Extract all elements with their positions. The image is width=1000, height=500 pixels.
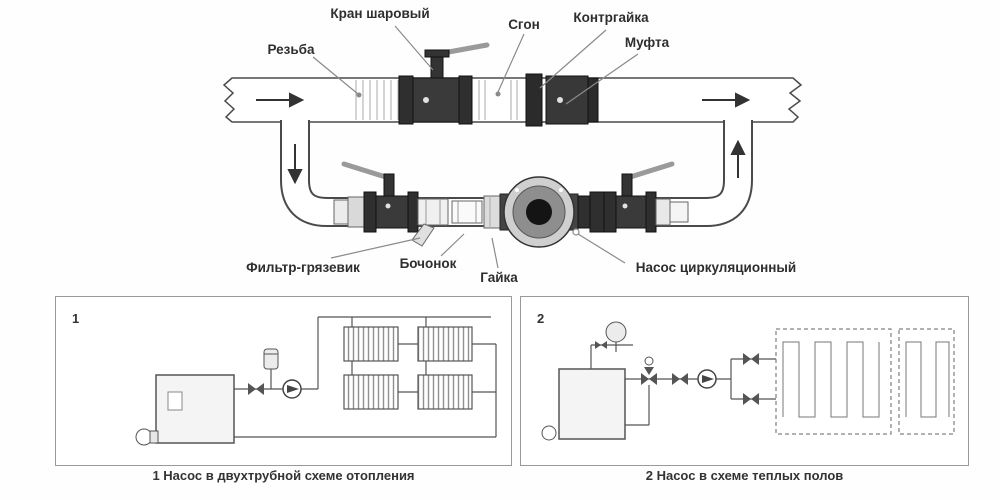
label-thread: Резьба [267, 42, 315, 57]
scheme-2-drawing: 2 [537, 311, 955, 441]
main-ball-valve [398, 42, 490, 125]
scheme-1-pump [282, 379, 302, 399]
scheme-1-radiators [343, 326, 473, 410]
scheme-box-two-pipe: 1 [55, 296, 512, 466]
scheme-2-floor-loops [775, 328, 955, 435]
scheme-2-expansion-tank [595, 321, 627, 349]
label-locknut: Контргайка [573, 10, 649, 25]
label-coupling: Муфта [625, 35, 670, 50]
scheme-1-drawing: 1 [72, 311, 497, 446]
label-ball-valve: Кран шаровый [330, 6, 429, 21]
scheme-2-boiler [541, 368, 626, 441]
scheme-1-boiler [135, 374, 235, 446]
filter-dirt-trap [411, 198, 449, 247]
pump-piping-diagram: Кран шаровый Сгон Контргайка Муфта Резьб… [222, 6, 803, 285]
label-pump: Насос циркуляционный [636, 260, 796, 275]
barrel-nipple [451, 200, 483, 224]
scheme-1-piping [234, 316, 497, 438]
pipe-thread-marks [355, 80, 518, 120]
scheme-2-number: 2 [537, 311, 544, 326]
left-ball-valve [341, 161, 419, 233]
scheme-2-caption: 2 Насос в схеме теплых полов [645, 468, 844, 483]
scheme-2-manifold-valves [743, 353, 759, 405]
label-filter: Фильтр-грязевик [246, 260, 360, 275]
scheme-2-mixing-valve [641, 356, 657, 385]
union-nut [483, 195, 501, 229]
circulation-pump [499, 176, 579, 248]
scheme-1-caption: 1 Насос в двухтрубной схеме отопления [152, 468, 415, 483]
locknut-and-coupling [525, 73, 599, 127]
leader-lines [312, 25, 639, 269]
label-sgon: Сгон [508, 17, 540, 32]
right-ball-valve [603, 161, 675, 233]
label-nut: Гайка [480, 270, 518, 285]
left-union-nut [333, 199, 349, 225]
scheme-2-pump [697, 369, 717, 389]
scheme-1-valve [248, 383, 264, 395]
scheme-2-valve [672, 373, 688, 385]
scheme-1-expansion-tank [263, 348, 279, 370]
bypass-line-fittings [333, 161, 689, 248]
scheme-box-underfloor: 2 [520, 296, 969, 466]
valve-lever [440, 42, 490, 56]
main-pipe [222, 77, 803, 123]
flow-arrows [256, 92, 751, 185]
scheme-1-number: 1 [72, 311, 79, 326]
label-barrel: Бочонок [400, 256, 457, 271]
